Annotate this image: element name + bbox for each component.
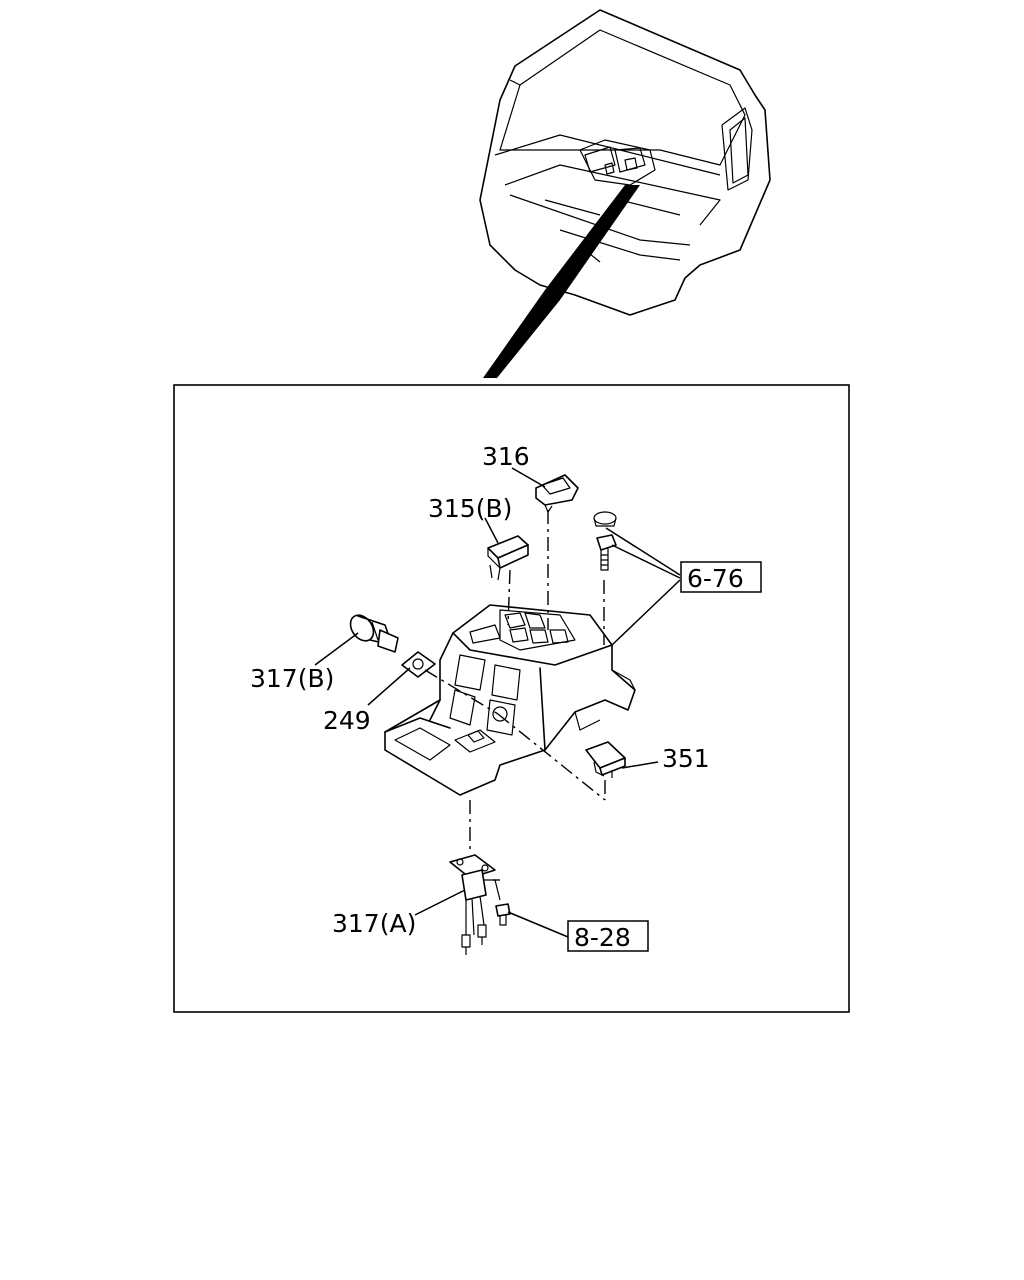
- callout-315b: 315(B): [428, 494, 512, 523]
- ref-6-76-label: 6-76: [687, 564, 744, 593]
- ref-box-8-28: 8-28: [567, 920, 649, 952]
- part-317b-cigarette-lighter: [349, 614, 399, 653]
- cab-overview-illustration: [479, 9, 771, 316]
- part-315b-blank-plug: [487, 535, 529, 581]
- part-351-clip: [585, 741, 626, 778]
- detail-frame: [173, 384, 850, 1013]
- callout-351: 351: [662, 744, 710, 773]
- callout-316: 316: [482, 442, 530, 471]
- assembly-centerlines: [424, 510, 606, 881]
- part-249-bezel: [401, 651, 436, 678]
- leader-lines: [314, 467, 681, 938]
- callout-317b: 317(B): [250, 664, 334, 693]
- center-console: [384, 604, 636, 796]
- detail-pointer: [483, 185, 640, 378]
- ref-8-28-label: 8-28: [574, 923, 631, 952]
- ref-box-6-76: 6-76: [680, 561, 762, 593]
- part-317a-lighter-socket: [449, 854, 511, 955]
- callout-317a: 317(A): [332, 909, 416, 938]
- part-clip-and-screw: [593, 511, 617, 571]
- callout-249: 249: [323, 706, 371, 735]
- part-316-switch-cover: [535, 474, 579, 513]
